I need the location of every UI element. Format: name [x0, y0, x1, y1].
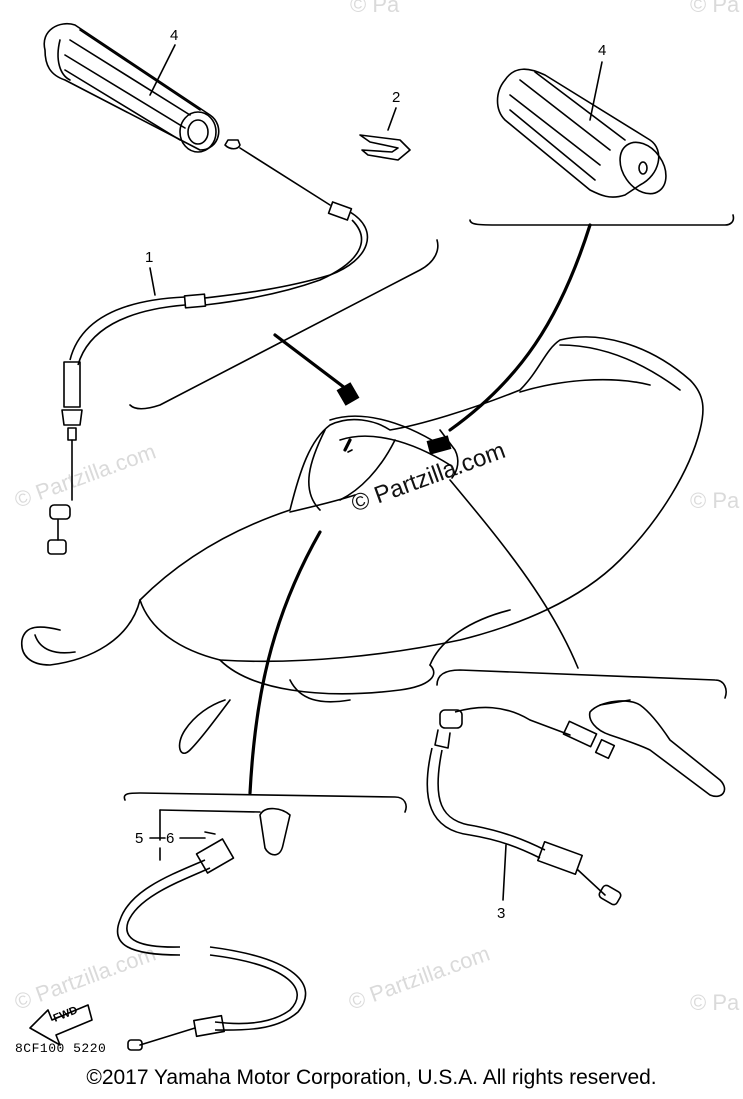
brake-assembly: 3 [426, 699, 726, 922]
callout-clip: 2 [392, 89, 400, 106]
callout-pin: 6 [166, 830, 174, 847]
diagram-code: 8CF100 5220 [15, 1041, 106, 1056]
switch-assembly: 5 6 [116, 807, 307, 1051]
watermark-left: © Partzilla.com [11, 439, 159, 513]
throttle-cable: 1 [47, 139, 369, 555]
watermark-top: © Pa [350, 0, 400, 17]
leader-right-grip [448, 223, 592, 432]
watermark-center: © Partzilla.com [348, 437, 509, 518]
callout-switch: 5 [135, 830, 143, 847]
leader-arrow-small [343, 438, 352, 452]
fwd-label: FWD [52, 1004, 80, 1025]
watermark-right: © Pa [690, 488, 740, 513]
leader-left-cable [273, 333, 347, 390]
fwd-arrow: FWD [29, 1004, 93, 1046]
bracket-lower-left [123, 792, 407, 813]
handlebar-marks [329, 382, 579, 669]
grip-right: 4 [496, 42, 667, 198]
grip-left: 4 [43, 23, 220, 153]
bracket-top-left [129, 239, 439, 410]
watermark-top-right: © Pa [690, 0, 740, 17]
callout-brake-cable: 3 [497, 905, 505, 922]
watermark-bottom-center: © Partzilla.com [345, 941, 493, 1015]
watermark-bottom-left: © Partzilla.com [11, 941, 159, 1015]
bracket-lower-right [436, 669, 727, 699]
watermark-layer: © Pa © Pa © Partzilla.com © Pa © Partzil… [11, 0, 740, 1015]
bracket-top-right [469, 214, 735, 226]
clip: 2 [359, 89, 411, 161]
copyright-notice: ©2017 Yamaha Motor Corporation, U.S.A. A… [86, 1066, 657, 1089]
callout-grip-right: 4 [598, 42, 606, 59]
callout-grip-left: 4 [170, 27, 178, 44]
callout-throttle-cable: 1 [145, 249, 153, 266]
leader-switch [248, 530, 322, 795]
snowmobile-outline [21, 336, 704, 755]
watermark-bottom-right: © Pa [690, 990, 740, 1015]
